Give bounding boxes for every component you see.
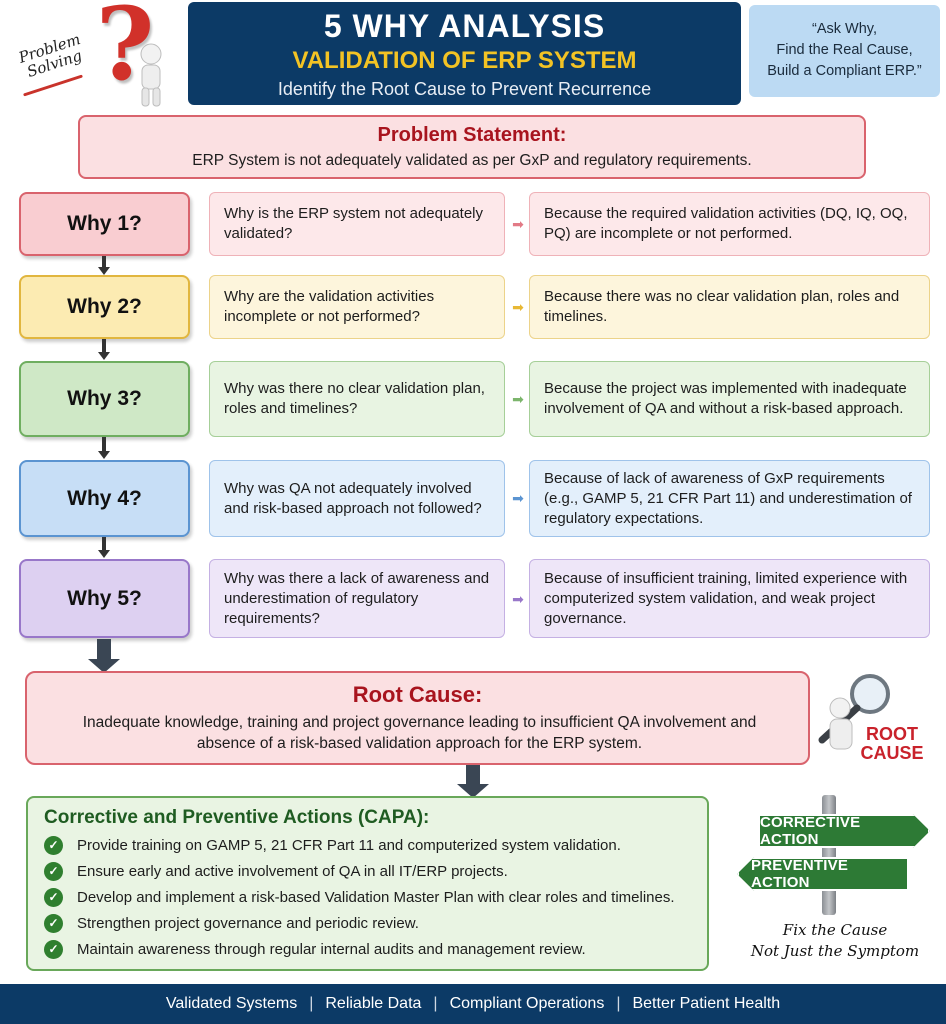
capa-item: ✓ Provide training on GAMP 5, 21 CFR Part… xyxy=(44,834,621,856)
why-2-label: Why 2? xyxy=(19,275,190,339)
check-icon: ✓ xyxy=(44,861,63,881)
down-arrow-icon xyxy=(98,339,110,361)
corrective-action-sign: CORRECTIVE ACTION xyxy=(758,814,930,848)
capa-item: ✓ Maintain awareness through regular inte… xyxy=(44,938,586,960)
check-icon: ✓ xyxy=(44,913,63,933)
why-5-label: Why 5? xyxy=(19,559,190,638)
why-3-label: Why 3? xyxy=(19,361,190,437)
motto-line: Fix the Cause xyxy=(782,921,888,939)
down-arrow-icon xyxy=(88,639,120,673)
why-3-question: Why was there no clear validation plan, … xyxy=(209,361,505,437)
footer-separator: | xyxy=(433,995,438,1012)
check-icon: ✓ xyxy=(44,939,63,959)
why-4-label: Why 4? xyxy=(19,460,190,537)
capa-item-text: Strengthen project governance and period… xyxy=(77,914,419,932)
signpost-motto: Fix the Cause Not Just the Symptom xyxy=(744,920,926,962)
magnifier-person-icon xyxy=(818,674,890,750)
page-title: 5 WHY ANALYSIS xyxy=(323,8,606,44)
thinking-person-icon xyxy=(140,43,162,107)
problem-title: Problem Statement: xyxy=(377,124,567,146)
footer-bar: Validated Systems | Reliable Data | Compli… xyxy=(0,984,946,1024)
motto-line: Not Just the Symptom xyxy=(750,942,920,960)
root-cause-text: Inadequate knowledge, training and proje… xyxy=(82,714,757,752)
quote-box: “Ask Why, Find the Real Cause, Build a C… xyxy=(749,5,940,97)
footer-item: Reliable Data xyxy=(325,995,422,1012)
right-arrow-icon: ➡ xyxy=(512,591,524,607)
why-4-question: Why was QA not adequately involved and r… xyxy=(209,460,505,537)
capa-box: Corrective and Preventive Actions (CAPA)… xyxy=(26,796,709,971)
capa-item: ✓ Ensure early and active involvement of … xyxy=(44,860,508,882)
footer-item: Validated Systems xyxy=(165,995,298,1012)
root-cause-badge: ROOT CAUSE xyxy=(852,725,932,763)
why-2-question: Why are the validation activities incomp… xyxy=(209,275,505,339)
why-3-answer: Because the project was implemented with… xyxy=(529,361,930,437)
signpost-pole xyxy=(822,795,836,915)
problem-text: ERP System is not adequately validated a… xyxy=(192,152,752,169)
page-tagline: Identify the Root Cause to Prevent Recur… xyxy=(277,79,652,99)
root-cause-box: Root Cause: Inadequate knowledge, traini… xyxy=(25,671,810,765)
why-4-answer: Because of lack of awareness of GxP requ… xyxy=(529,460,930,537)
quote-line: Find the Real Cause, xyxy=(776,42,913,58)
page-subtitle: VALIDATION OF ERP SYSTEM xyxy=(292,47,637,74)
footer-item: Better Patient Health xyxy=(632,995,781,1012)
right-arrow-icon: ➡ xyxy=(512,299,524,315)
footer-item: Compliant Operations xyxy=(449,995,605,1012)
right-arrow-icon: ➡ xyxy=(512,391,524,407)
right-arrow-icon: ➡ xyxy=(512,490,524,506)
check-icon: ✓ xyxy=(44,887,63,907)
capa-item: ✓ Develop and implement a risk-based Vali… xyxy=(44,886,675,908)
down-arrow-icon xyxy=(457,765,489,798)
capa-item-text: Ensure early and active involvement of Q… xyxy=(77,862,508,880)
right-arrow-icon: ➡ xyxy=(512,216,524,232)
root-cause-badge-line: CAUSE xyxy=(860,743,924,763)
why-1-label: Why 1? xyxy=(19,192,190,256)
capa-item-text: Develop and implement a risk-based Valid… xyxy=(77,888,675,906)
capa-item-text: Provide training on GAMP 5, 21 CFR Part … xyxy=(77,836,621,854)
why-1-answer: Because the required validation activiti… xyxy=(529,192,930,256)
footer-separator: | xyxy=(309,995,314,1012)
preventive-action-sign: PREVENTIVE ACTION xyxy=(737,857,909,891)
down-arrow-icon xyxy=(98,537,110,559)
header-banner: 5 WHY ANALYSIS VALIDATION OF ERP SYSTEM … xyxy=(188,2,741,105)
why-2-answer: Because there was no clear validation pl… xyxy=(529,275,930,339)
why-5-answer: Because of insufficient training, limite… xyxy=(529,559,930,638)
capa-title: Corrective and Preventive Actions (CAPA)… xyxy=(44,807,430,828)
why-1-question: Why is the ERP system not adequately val… xyxy=(209,192,505,256)
down-arrow-icon xyxy=(98,437,110,460)
check-icon: ✓ xyxy=(44,835,63,855)
footer-separator: | xyxy=(616,995,621,1012)
capa-item-text: Maintain awareness through regular inter… xyxy=(77,940,586,958)
capa-item: ✓ Strengthen project governance and perio… xyxy=(44,912,419,934)
root-cause-title: Root Cause: xyxy=(352,682,483,707)
why-5-question: Why was there a lack of awareness and un… xyxy=(209,559,505,638)
root-cause-badge-line: ROOT xyxy=(866,724,918,744)
down-arrow-icon xyxy=(98,256,110,276)
quote-line: Build a Compliant ERP.” xyxy=(767,63,922,79)
problem-statement: Problem Statement: ERP System is not ade… xyxy=(78,115,866,179)
quote-line: “Ask Why, xyxy=(812,21,877,37)
